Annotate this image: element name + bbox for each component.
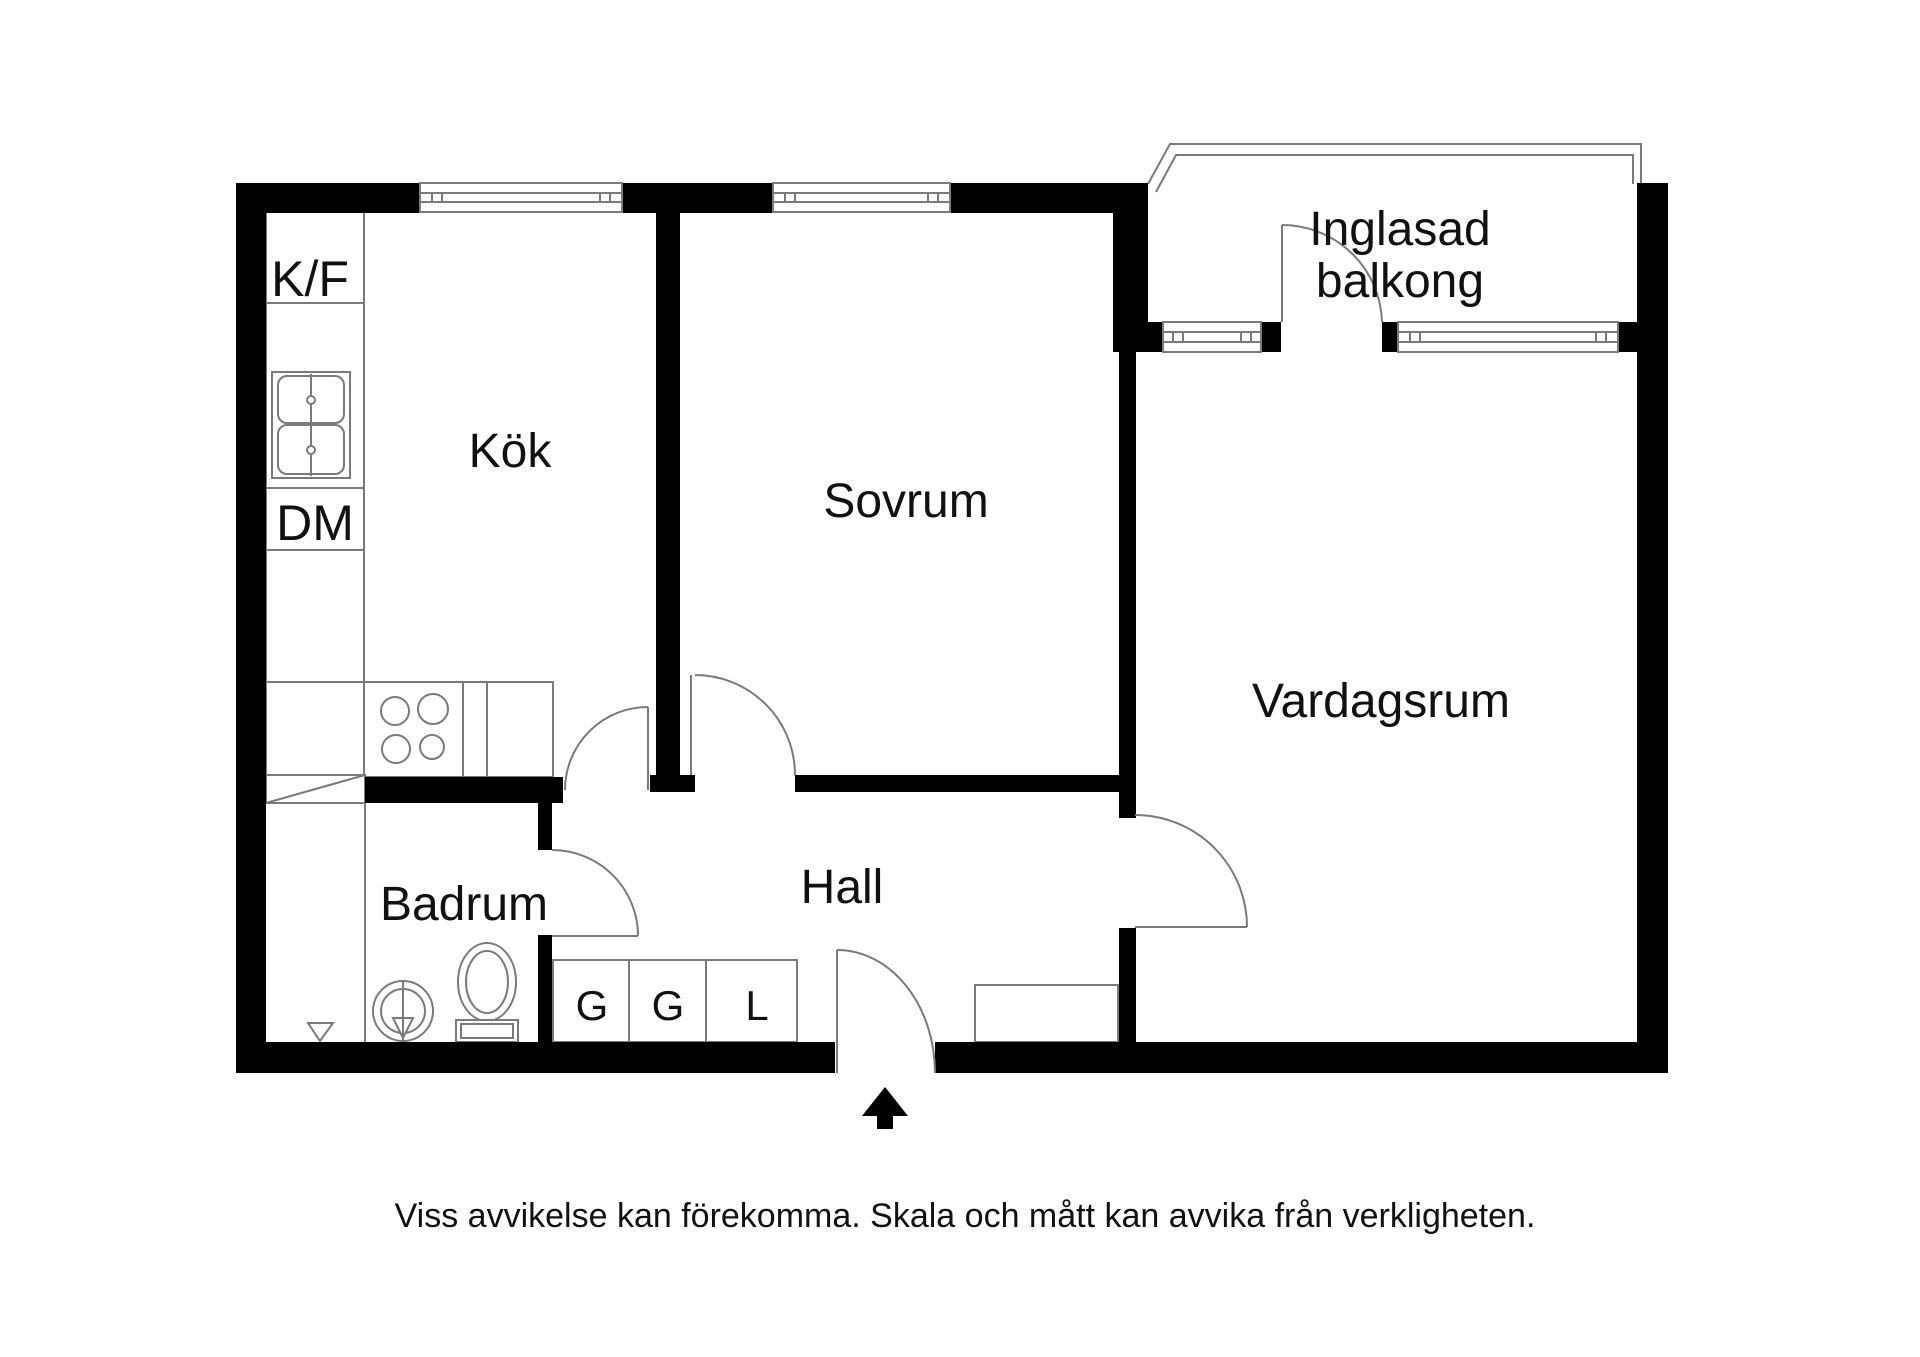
window-kitchen [419,182,623,213]
wall-bedroom-bottom [795,775,1119,792]
door-bedroom [690,674,796,776]
toilet-tank-inner [460,1023,514,1039]
label-wardrobe-2: G [652,982,685,1029]
wall-balcony-block [1618,322,1637,352]
toilet-bowl-inner [465,950,509,1014]
room-label-kitchen: Kök [469,425,553,478]
corner-cabinet-diagonal [265,774,366,804]
door-livingroom [1134,814,1248,928]
kitchen-sink-icon [271,371,351,479]
door-bathroom [551,849,639,937]
burner [417,693,449,725]
wall-balcony-block [1113,322,1163,352]
washbasin-icon [372,980,434,1042]
wall-stub [650,775,695,792]
label-wardrobe-1: G [576,982,609,1029]
door-arc [1281,224,1383,323]
window-bedroom [772,182,951,213]
door-entrance [836,949,936,1074]
entrance-arrow-icon [862,1087,908,1129]
wall-hall-livingroom-lower [1119,928,1136,1042]
floor-drain-icon [306,1022,335,1043]
wall-top [236,183,1148,213]
wall-kitchen-bedroom [656,212,680,777]
window-balcony-right [1397,321,1619,353]
wall-right [1637,183,1668,1073]
door-arc [1134,814,1248,928]
room-label-balcony-line1: Inglasad [1309,203,1490,256]
windows [419,182,1619,353]
wall-bathroom-lower [538,935,552,1042]
walls [236,183,1668,1073]
label-fridge-freezer: K/F [271,251,349,307]
door-arc [564,706,649,791]
wall-kitchen-bottom [365,777,563,803]
sink-drain [306,445,316,455]
label-linen-closet: L [745,982,768,1029]
wall-balcony-block [1261,322,1281,352]
closet-box [552,959,798,1043]
window-frame [772,182,951,213]
labels: K/F DM Kök Sovrum Inglasad balkong Varda… [271,203,1535,1235]
hall-cabinet [974,984,1119,1043]
hall-closets [552,959,798,1043]
window-balcony-left [1162,321,1262,353]
room-label-bedroom: Sovrum [823,475,988,528]
balcony-outline-inner [1155,154,1634,193]
door-kitchen [564,706,649,791]
wall-left [236,183,266,1073]
wall-hall-livingroom-upper [1119,775,1136,818]
room-label-livingroom: Vardagsrum [1252,675,1510,728]
wall-bedroom-balcony [1113,212,1148,322]
balcony-outline [1147,143,1642,193]
window-frame [1162,321,1262,353]
room-label-hall: Hall [801,861,884,914]
sink-drain [306,395,316,405]
burner [381,734,411,764]
balcony-outline-outer [1147,143,1642,185]
burner [380,696,410,726]
door-balcony [1281,224,1383,323]
wall-bottom [236,1042,1668,1073]
wall-bathroom-upper [538,803,552,850]
window-frame [1397,321,1619,353]
stove-burners-icon [380,693,449,764]
label-dishwasher: DM [276,495,354,551]
wall-balcony-block [1382,322,1398,352]
entrance-opening [835,1042,935,1073]
door-arc [836,949,936,1074]
room-label-balcony-line2: balkong [1316,255,1484,308]
door-arc [694,674,796,776]
burner [419,734,445,760]
window-frame [419,182,623,213]
furniture [265,211,1119,1043]
wall-bedroom-livingroom [1119,352,1136,775]
door-arc [551,849,639,937]
doors [551,224,1383,1074]
toilet-icon [455,942,519,1043]
room-label-bathroom: Badrum [380,878,548,931]
disclaimer-text: Viss avvikelse kan förekomma. Skala och … [395,1197,1536,1235]
